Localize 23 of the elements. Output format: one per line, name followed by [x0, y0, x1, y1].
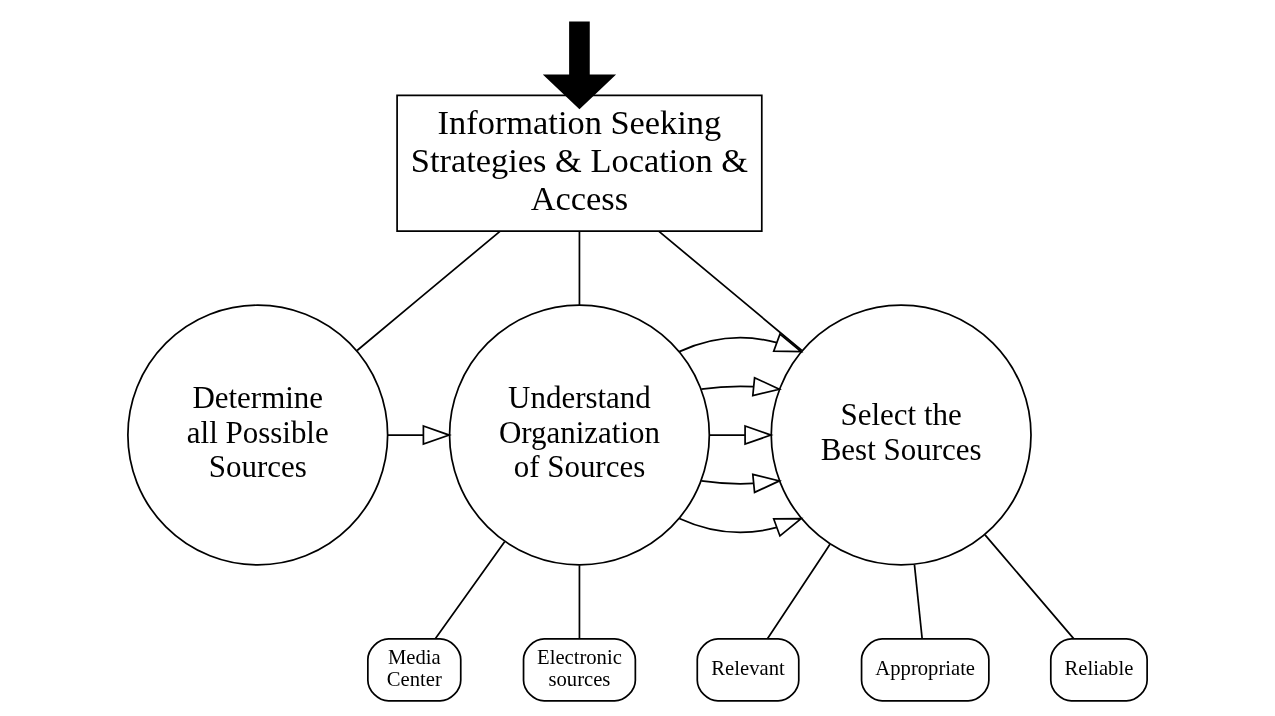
node-box: Media Center [367, 638, 462, 702]
arrow [708, 424, 774, 446]
arrow [700, 473, 782, 494]
connector [356, 230, 501, 352]
node-box: Electronic sources [522, 638, 637, 702]
connector [578, 230, 581, 306]
arrow [678, 517, 804, 538]
connector [984, 534, 1075, 640]
node-circle: Determine all Possible Sources [127, 304, 389, 566]
arrow [542, 21, 617, 110]
connector [434, 540, 506, 640]
connector [658, 230, 803, 352]
arrow [678, 332, 804, 353]
node-box: Relevant [696, 638, 800, 702]
connector [578, 564, 581, 640]
node-circle: Understand Organization of Sources [448, 304, 711, 566]
node-box: Appropriate [860, 638, 990, 702]
arrow [386, 424, 452, 446]
connector [913, 563, 923, 640]
connector [766, 543, 831, 640]
node-box: Information Seeking Strategies & Location & Access [396, 94, 763, 233]
arrow [700, 376, 782, 397]
node-box: Reliable [1049, 638, 1148, 702]
